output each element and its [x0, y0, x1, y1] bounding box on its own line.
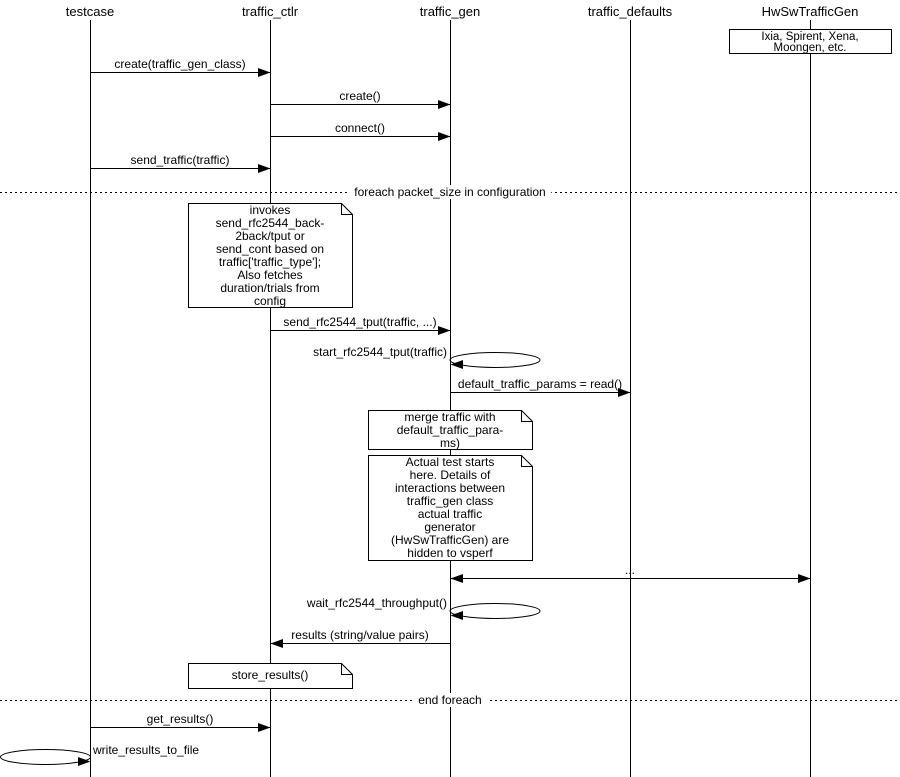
arrowhead-create	[438, 100, 451, 109]
arrowhead-write-results	[78, 757, 91, 766]
self-arc-wait-rfc2544	[449, 603, 541, 619]
note-store-results: store_results()	[231, 668, 309, 682]
note-actual-test: Actual test starts here. Details of inte…	[390, 455, 510, 560]
arrowhead-send-rfc2544-tput	[438, 326, 451, 335]
message-label-results: results (string/value pairs)	[291, 628, 429, 642]
arrowhead-start-rfc2544-tput	[450, 360, 463, 369]
lifeline-label-testcase: testcase	[65, 4, 115, 19]
arrowhead-ellipsis-left	[450, 574, 463, 583]
lifeline-label-hwswtrafficgen: HwSwTrafficGen	[761, 4, 859, 19]
message-label-connect: connect()	[334, 121, 386, 135]
message-label-send-rfc2544-tput: send_rfc2544_tput(traffic, ...)	[283, 315, 437, 329]
arrowhead-send-traffic	[258, 164, 271, 173]
message-label-create-gen-class: create(traffic_gen_class)	[114, 57, 246, 71]
message-label-start-rfc2544-tput: start_rfc2544_tput(traffic)	[313, 345, 447, 359]
message-label-send-traffic: send_traffic(traffic)	[130, 153, 230, 167]
note-shapes	[188, 203, 533, 689]
note-shape-merge	[368, 410, 533, 450]
arrowhead-wait-rfc2544	[450, 611, 463, 620]
self-call-arcs	[0, 352, 541, 765]
note-fold-store-results	[341, 663, 353, 675]
note-invokes: invokes send_rfc2544_back- 2back/tput or…	[215, 203, 325, 308]
self-arc-start-rfc2544-tput	[449, 352, 541, 368]
message-label-default-read: default_traffic_params = read()	[457, 377, 623, 391]
note-shape-invokes	[188, 203, 353, 308]
self-arc-write-results	[0, 749, 91, 765]
note-fold-merge	[521, 410, 533, 422]
hwswtrafficgen-box-label: Ixia, Spirent, Xena, Moongen, etc.	[761, 31, 859, 54]
message-label-ellipsis: ...	[624, 563, 636, 577]
arrowhead-create-gen-class	[258, 68, 271, 77]
note-fold-actual-test	[521, 455, 533, 467]
message-label-wait-rfc2544: wait_rfc2544_throughput()	[306, 596, 447, 610]
lifeline-label-traffic-ctlr: traffic_ctlr	[241, 4, 299, 19]
divider-foreach-label: foreach packet_size in configuration	[348, 185, 552, 199]
arrowhead-results	[270, 639, 283, 648]
arrowheads	[78, 68, 811, 766]
message-label-create: create()	[339, 89, 381, 103]
lifeline-label-traffic-gen: traffic_gen	[419, 4, 481, 19]
divider-end-foreach-label: end foreach	[412, 693, 488, 707]
message-lines	[90, 72, 811, 728]
message-label-write-results: write_results_to_file	[93, 743, 200, 757]
arrowhead-default-read	[618, 388, 631, 397]
note-shape-actual-test	[368, 455, 533, 561]
arrowhead-ellipsis-right	[798, 574, 811, 583]
note-merge: merge traffic with default_traffic_para-…	[396, 410, 504, 450]
lifelines	[90, 20, 811, 777]
arrowhead-get-results	[258, 723, 271, 732]
arrowhead-connect	[438, 132, 451, 141]
note-fold-invokes	[341, 203, 353, 215]
message-label-get-results: get_results()	[146, 712, 214, 726]
lifeline-label-traffic-defaults: traffic_defaults	[587, 4, 673, 19]
hwswtrafficgen-box	[729, 29, 892, 54]
note-shape-store-results	[188, 663, 353, 689]
